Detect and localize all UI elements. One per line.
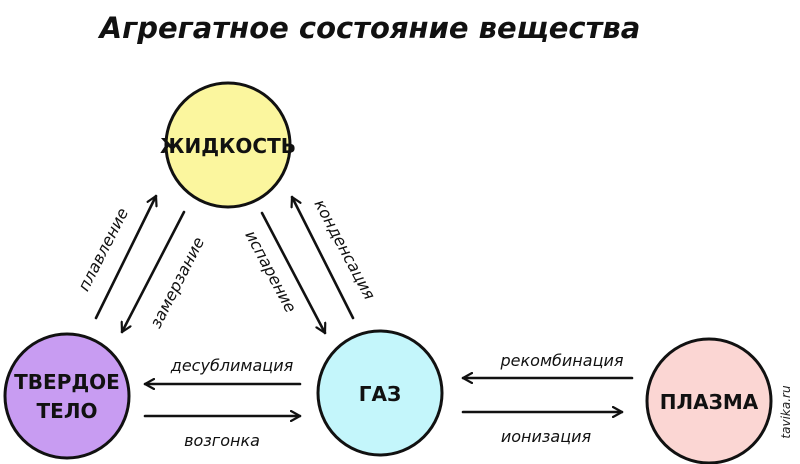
melting-arrow (94, 194, 156, 320)
plasma-circle (645, 337, 773, 464)
solid-node: ТВЕРДОЕ ТЕЛО (3, 332, 131, 460)
sublimation-label: возгонка (184, 431, 260, 450)
liquid-circle (164, 81, 292, 209)
gas-node: ГАЗ (316, 329, 444, 457)
gas-label: ГАЗ (359, 382, 401, 406)
recombination-label: рекомбинация (500, 351, 624, 370)
plasma-label: ПЛАЗМА (660, 390, 759, 414)
solid-label-line2: ТЕЛО (37, 399, 98, 423)
gas-circle (316, 329, 444, 457)
solid-label-line1: ТВЕРДОЕ (14, 370, 120, 394)
condensation-arrow (292, 195, 355, 320)
plasma-node: ПЛАЗМА (645, 337, 773, 464)
watermark: tavika.ru (779, 385, 793, 439)
solid-circle (3, 332, 131, 460)
deposition-label: десублимация (170, 356, 294, 375)
freezing-arrow (122, 210, 186, 334)
diagram-title: Агрегатное состояние вещества (98, 11, 641, 45)
evaporation-arrow (260, 211, 325, 335)
freezing-label: замерзание (146, 234, 208, 331)
liquid-node: ЖИДКОСТЬ (160, 81, 296, 209)
condensation-label: конденсация (310, 196, 379, 303)
liquid-label: ЖИДКОСТЬ (160, 134, 296, 158)
melting-label: плавление (74, 205, 132, 295)
ionization-label: ионизация (501, 427, 592, 446)
